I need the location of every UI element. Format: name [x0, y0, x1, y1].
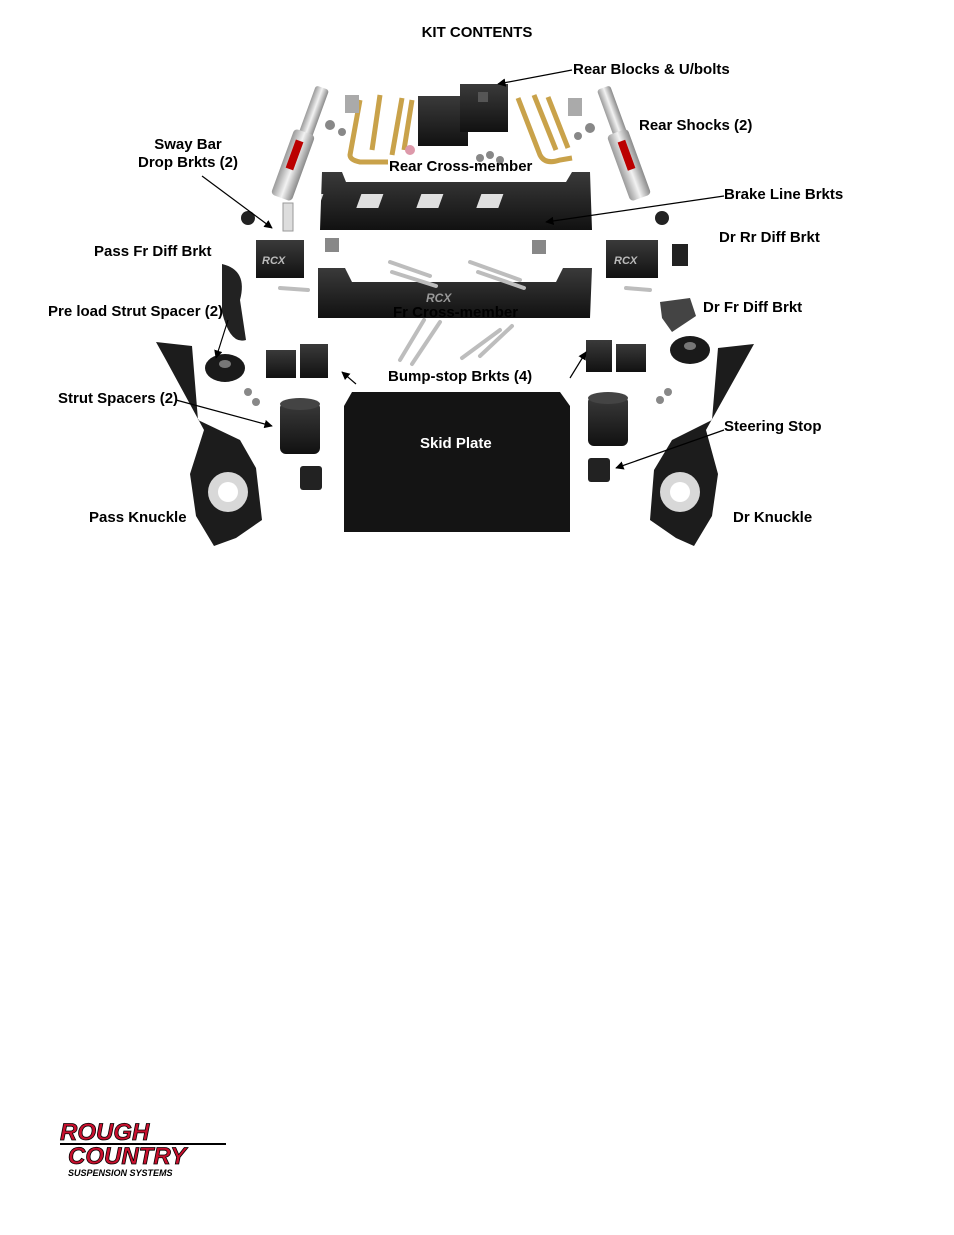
label-bump-stop-brkts: Bump-stop Brkts (4)	[388, 368, 533, 385]
label-pass-knuckle: Pass Knuckle	[89, 509, 187, 526]
label-fr-cross-member: Fr Cross-member	[393, 304, 519, 321]
label-pass-fr-diff-brkt: Pass Fr Diff Brkt	[94, 243, 212, 260]
front-cross-member: RCX	[318, 268, 592, 318]
strut-spacers	[280, 392, 628, 454]
rcx-mark-center: RCX	[426, 291, 452, 305]
label-rear-shocks: Rear Shocks (2)	[639, 117, 753, 134]
skid-plate	[344, 392, 570, 532]
label-dr-rr-diff-brkt: Dr Rr Diff Brkt	[719, 229, 820, 246]
label-rear-cross-member: Rear Cross-member	[389, 158, 533, 175]
pass-fr-diff-bracket	[256, 240, 304, 278]
bump-stop-brackets	[266, 340, 646, 378]
rear-cross-member	[296, 172, 592, 230]
logo-line2: COUNTRY	[68, 1143, 188, 1170]
pass-knuckle	[156, 342, 262, 546]
u-bolts-right	[515, 94, 573, 165]
label-dr-knuckle: Dr Knuckle	[733, 509, 813, 526]
preload-strut-spacer	[205, 336, 710, 382]
label-dr-fr-diff-brkt: Dr Fr Diff Brkt	[703, 299, 803, 316]
label-strut-spacers: Strut Spacers (2)	[58, 390, 179, 407]
rear-shock-right	[597, 86, 669, 225]
rear-blocks	[418, 84, 508, 146]
label-skid-plate: Skid Plate	[420, 435, 492, 452]
steering-stops	[300, 458, 610, 490]
label-steering-stop: Steering Stop	[724, 418, 822, 435]
logo-line3: SUSPENSION SYSTEMS	[68, 1168, 173, 1178]
rcx-mark-right: RCX	[614, 255, 638, 267]
label-sway-bar-line2: Drop Brkts (2)	[137, 154, 238, 171]
dr-rr-diff-bracket: RCX	[606, 240, 658, 278]
label-rear-blocks: Rear Blocks & U/bolts	[573, 61, 730, 78]
bolts	[278, 260, 652, 366]
dr-knuckle	[650, 344, 754, 546]
page-title: KIT CONTENTS	[421, 24, 533, 41]
hardware-small-parts	[244, 95, 672, 406]
u-bolts-left	[347, 94, 415, 165]
label-preload-strut-spacer: Pre load Strut Spacer (2)	[48, 303, 224, 320]
callout-arrows	[175, 69, 725, 470]
rear-shock-left	[241, 86, 329, 225]
dr-fr-diff-bracket	[660, 244, 696, 332]
rough-country-logo: ROUGH COUNTRY SUSPENSION SYSTEMS	[60, 1119, 226, 1178]
label-brake-line-brkts: Brake Line Brkts	[724, 186, 844, 203]
label-sway-bar-line1: Sway Bar	[154, 136, 222, 153]
rcx-mark-left: RCX	[262, 255, 286, 267]
logo-line1: ROUGH	[60, 1119, 150, 1146]
kit-contents-photo: RCX RCX RCX	[156, 69, 754, 546]
